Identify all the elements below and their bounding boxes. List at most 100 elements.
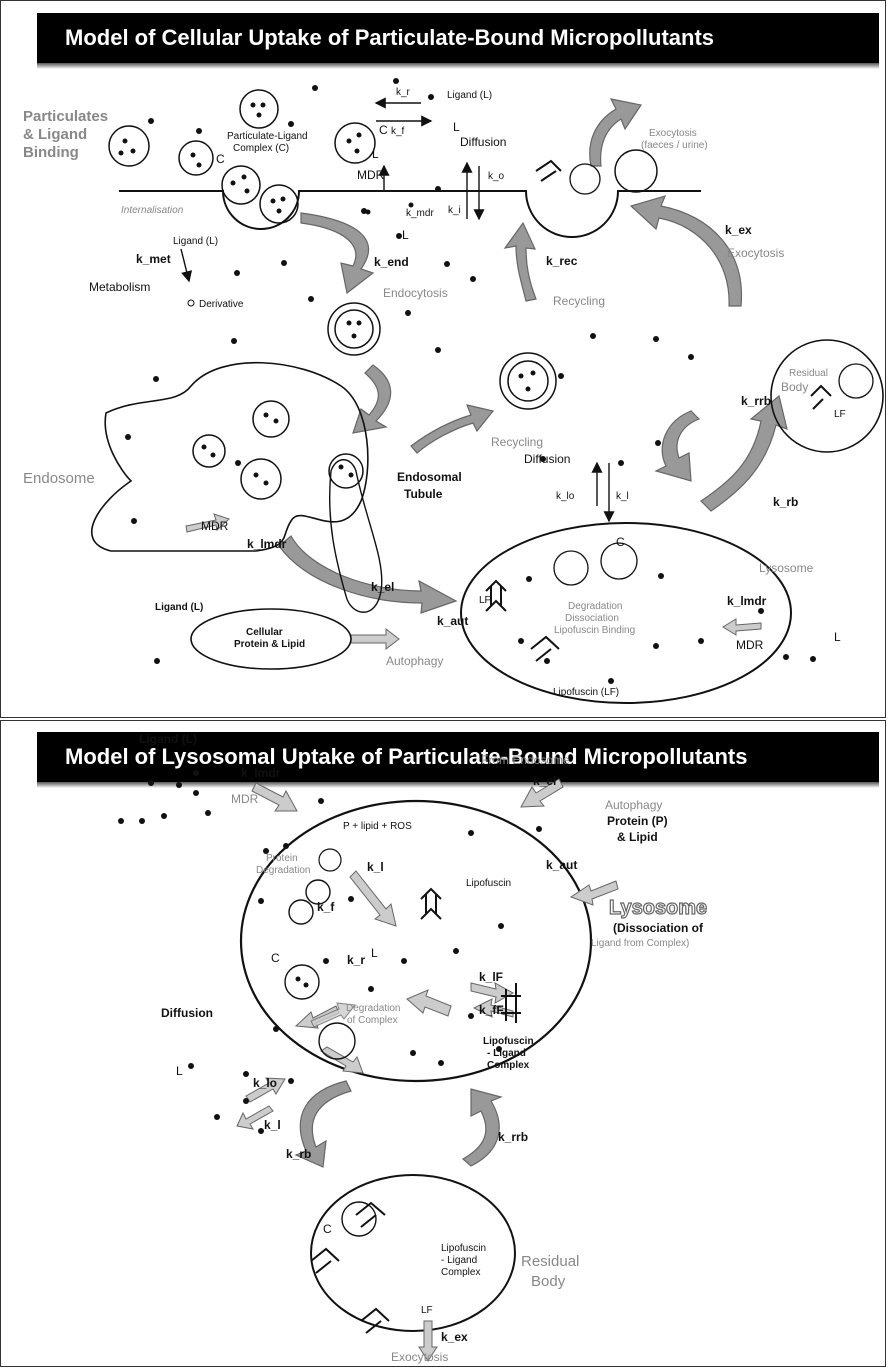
ligand-l-label-2: Ligand (L): [173, 236, 218, 247]
residual-body-large: [310, 1174, 516, 1332]
deg-complex-label-2: of Complex: [347, 1015, 398, 1026]
c-label: C: [216, 152, 225, 166]
panel1-title: Model of Cellular Uptake of Particulate-…: [37, 13, 879, 69]
l-label-2: L: [176, 1064, 183, 1078]
protein-deg-label-1: Protein: [266, 853, 298, 864]
kmdr-label: k_mdr: [406, 208, 434, 219]
kf-label: k_f: [317, 900, 335, 914]
particulates-label: Particulates: [23, 108, 108, 125]
panel2-title: Model of Lysosomal Uptake of Particulate…: [37, 732, 879, 788]
kaut-label: k_aut: [546, 858, 577, 872]
particles: [108, 89, 658, 500]
lipofuscin-label: Lipofuscin: [466, 878, 511, 889]
krrb-label: k_rrb: [498, 1130, 528, 1144]
lysosomal-uptake-panel: Model of Lysosomal Uptake of Particulate…: [0, 720, 886, 1367]
lipid-label: & Lipid: [617, 830, 658, 844]
diffusion-label: Diffusion: [460, 135, 506, 149]
from-endosome-label: From Endosome: [481, 753, 570, 767]
complex-label-2: Complex (C): [233, 143, 289, 154]
c-label-2: C: [323, 1222, 332, 1236]
ligand-dots-2: [118, 770, 542, 1134]
degradation-label-1: Degradation: [568, 601, 622, 612]
kl-label: k_l: [616, 491, 629, 502]
degradation-label-3: Lipofuscin Binding: [554, 625, 635, 636]
l-label-3: L: [402, 228, 409, 242]
cellular-protein-lipid: [190, 608, 352, 670]
autophagy-label: Autophagy: [605, 798, 662, 812]
kr-label: k_r: [347, 953, 365, 967]
kl-label: k_l: [367, 860, 384, 874]
endosome: [90, 361, 369, 552]
cellular-uptake-diagram: Particulates & Ligand Binding C C k_r k_…: [23, 78, 884, 704]
derivative-label: Derivative: [199, 299, 244, 310]
mdr-label-2: MDR: [201, 519, 229, 533]
l-label-2: L: [453, 120, 460, 134]
ros-label: P + lipid + ROS: [343, 821, 412, 832]
ligand-label: & Ligand: [23, 126, 87, 143]
krb-label: k_rb: [773, 495, 798, 509]
internalisation-label: Internalisation: [121, 205, 184, 216]
kaut-label: k_aut: [437, 614, 468, 628]
kel-label: k_el: [533, 774, 556, 788]
lysosome-large: [239, 799, 593, 1083]
residual-label-1: Residual: [789, 368, 828, 379]
recycling-label-2: Recycling: [491, 435, 543, 449]
endosomal-label-2: Tubule: [404, 487, 443, 501]
residual-label-1: Residual: [521, 1253, 579, 1270]
lf-c-label-3: Complex: [441, 1267, 480, 1278]
autophagy-label: Autophagy: [386, 654, 443, 668]
l-label: L: [371, 946, 378, 960]
binding-label: Binding: [23, 144, 79, 161]
ligand-l-label: Ligand (L): [447, 90, 492, 101]
ligand-l-label: Ligand (L): [139, 732, 197, 746]
mdr-label: MDR: [357, 168, 385, 182]
lf-complex-label-2: - Ligand: [487, 1048, 526, 1059]
cellular-uptake-panel: Model of Cellular Uptake of Particulate-…: [0, 0, 886, 718]
dissoc-label-2: Ligand from Complex): [591, 938, 689, 949]
klmdr-label-2: k_lmdr: [727, 594, 767, 608]
c-label-3: C: [616, 535, 625, 549]
exocytosis-label: Exocytosis: [727, 246, 784, 260]
lipofuscin-glyphs: [485, 159, 832, 662]
exocytosis-top-1: Exocytosis: [649, 128, 697, 139]
krrb-label: k_rrb: [741, 394, 771, 408]
residual-body: [770, 339, 884, 453]
ko-label: k_o: [488, 171, 505, 182]
kf-label: k_f: [391, 126, 405, 137]
dissoc-label-1: (Dissociation of: [613, 921, 704, 935]
c-label-2: C: [379, 123, 388, 137]
cell-membrane: [119, 190, 701, 238]
lysosome-label: Lysosome: [759, 561, 814, 575]
l-label-1: L: [372, 147, 379, 161]
complex-label-1: Particulate-Ligand: [227, 131, 308, 142]
lf-complex-label-3: Complex: [487, 1060, 530, 1071]
endosomal-label-1: Endosomal: [397, 470, 462, 484]
degradation-label-2: Dissociation: [565, 613, 619, 624]
kex-label: k_ex: [725, 223, 752, 237]
ligand-l-label-3: Ligand (L): [155, 602, 203, 613]
kex-label: k_ex: [441, 1330, 468, 1344]
krec-label: k_rec: [546, 254, 578, 268]
deg-complex-label-1: Degradation: [346, 1003, 400, 1014]
diffusion-label: Diffusion: [161, 1006, 213, 1020]
lipofuscin-glyphs-2: [310, 887, 521, 1334]
lysosome: [460, 522, 792, 704]
kff-label: k_fF: [479, 1003, 504, 1017]
endosome-label: Endosome: [23, 470, 95, 487]
klmdr-label: k_lmdr: [241, 766, 281, 780]
kend-label: k_end: [374, 255, 409, 269]
metabolism-label: Metabolism: [89, 280, 150, 294]
exocytosis-top-2: (faeces / urine): [641, 140, 708, 151]
protein-p-label: Protein (P): [607, 814, 668, 828]
kli-label: k_l: [264, 1118, 281, 1132]
kmet-label: k_met: [136, 252, 171, 266]
kr-label: k_r: [396, 87, 411, 98]
cellular-label-1: Cellular: [246, 627, 283, 638]
kel-label: k_el: [371, 580, 394, 594]
krb-label: k_rb: [286, 1147, 311, 1161]
lf-c-label-1: Lipofuscin: [441, 1243, 486, 1254]
recycling-label-1: Recycling: [553, 294, 605, 308]
mdr-label-3: MDR: [736, 638, 764, 652]
lf-label: LF: [834, 409, 846, 420]
lf-label-2: LF: [479, 595, 491, 606]
